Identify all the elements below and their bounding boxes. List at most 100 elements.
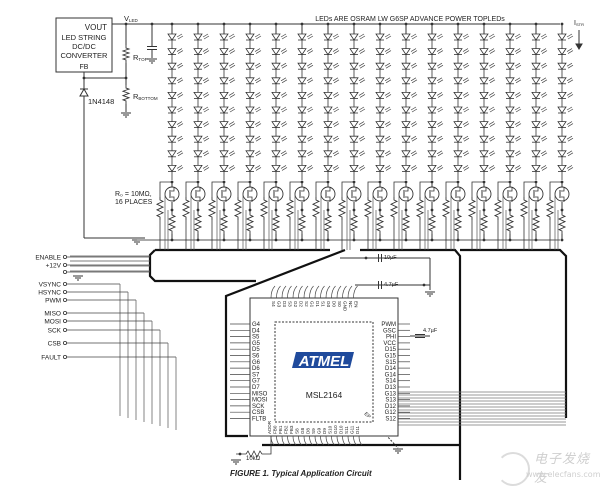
led-icon: [505, 62, 522, 78]
resistor-zigzag: [311, 197, 321, 220]
led-icon: [401, 77, 418, 93]
led-string: [467, 22, 496, 250]
led-icon: [193, 121, 210, 137]
led-icon: [453, 33, 470, 49]
mosfet-icon: [502, 186, 518, 202]
resistor-zigzag: [155, 197, 165, 220]
led-icon: [167, 135, 184, 151]
led-icon: [271, 106, 288, 122]
led-icon: [505, 164, 522, 180]
led-icon: [401, 135, 418, 151]
ic-pin-lead: [320, 285, 325, 299]
led-icon: [427, 106, 444, 122]
rd-resistor: [337, 197, 347, 220]
mosfet-icon: [216, 186, 232, 202]
ic-top-pin-label: S3: [288, 301, 293, 307]
resistor-10k-label: 10kΩ: [246, 456, 261, 462]
mosfet-icon: [346, 186, 362, 202]
mosfet-icon: [554, 186, 570, 202]
ground-icon: [147, 58, 157, 64]
led-icon: [557, 121, 574, 137]
ic-pin-lead: [298, 285, 303, 299]
ic-bottom-pin-label: FB1: [278, 425, 283, 434]
sense-resistor: [375, 212, 385, 234]
led-icon: [219, 33, 236, 49]
led-icon: [401, 121, 418, 137]
resistor-zigzag: [121, 45, 131, 63]
input-connector: [63, 269, 150, 274]
junction-dot: [456, 208, 460, 212]
ic-pin-lead: [320, 435, 324, 446]
resistor-zigzag: [337, 197, 347, 220]
led-icon: [297, 77, 314, 93]
junction-dot: [456, 238, 460, 242]
ground-icon: [231, 459, 241, 465]
rd-resistor: [545, 197, 555, 220]
ic-left-pin-label: D4: [252, 328, 260, 334]
junction-dot: [534, 238, 538, 242]
led-icon: [557, 62, 574, 78]
led-icon: [505, 33, 522, 49]
ic-top-pin-label: S2: [304, 301, 309, 307]
input-connector: VSYNC: [39, 282, 121, 416]
terminal-icon: [63, 254, 68, 259]
ic-pin-lead: [303, 285, 309, 299]
led-icon: [323, 135, 340, 151]
led-icon: [245, 164, 262, 180]
junction-dot: [378, 238, 382, 242]
ic-right-pin-label: S12: [385, 417, 396, 423]
diode-1n4148-label: 1N4148: [88, 97, 114, 106]
led-icon: [557, 106, 574, 122]
sense-resistor: [505, 212, 515, 234]
led-icon: [271, 48, 288, 64]
rtop-resistor: [121, 45, 131, 63]
led-icon: [505, 92, 522, 107]
converter-title-line-2: DC/DC: [72, 42, 96, 51]
led-icon: [167, 48, 184, 64]
sense-resistor: [167, 212, 177, 234]
exposed-pad-outline: [274, 321, 374, 423]
resistor-zigzag: [531, 212, 541, 234]
led-icon: [505, 48, 522, 64]
led-icon: [349, 62, 366, 78]
led-icon: [557, 164, 574, 180]
led-icon: [193, 33, 210, 49]
resistor-zigzag: [297, 212, 307, 234]
led-icon: [193, 164, 210, 180]
cap-vcc-4-7uf-label: 4.7µF: [423, 328, 438, 334]
junction-dot: [248, 208, 252, 212]
led-string: [311, 22, 340, 250]
mosfet-icon: [398, 186, 414, 202]
led-icon: [557, 150, 574, 166]
mosfet-icon: [424, 186, 440, 202]
led-icon: [323, 150, 340, 166]
led-icon: [531, 150, 548, 166]
led-icon: [401, 48, 418, 64]
ic-right-pin-label: G14: [385, 372, 397, 378]
atmel-logo: ATMEL: [292, 352, 354, 370]
rd-resistor: [207, 197, 217, 220]
sense-resistor: [557, 212, 567, 234]
led-icon: [427, 77, 444, 93]
resistor-zigzag: [493, 197, 503, 220]
led-icon: [167, 77, 184, 93]
rd-resistor: [519, 197, 529, 220]
ic-left-pin-label: G7: [252, 379, 261, 385]
ic-right-pin-label: PWM: [381, 322, 396, 328]
resistor-zigzag: [389, 197, 399, 220]
led-icon: [349, 48, 366, 64]
ic-right-pin-label: D13: [385, 385, 397, 391]
junction-dot: [378, 208, 382, 212]
input-connector: +12V: [46, 263, 150, 270]
input-connector: SCK: [48, 328, 161, 426]
led-icon: [401, 164, 418, 180]
led-string: [181, 22, 210, 250]
led-icon: [193, 135, 210, 151]
resistor-zigzag: [271, 212, 281, 234]
vout-pin-label: VOUT: [85, 23, 107, 32]
led-icon: [219, 92, 236, 107]
resistor-zigzag: [545, 197, 555, 220]
ic-right-pin-label: PHI: [386, 335, 396, 341]
ic-pin-lead: [276, 285, 281, 299]
led-icon: [349, 150, 366, 166]
